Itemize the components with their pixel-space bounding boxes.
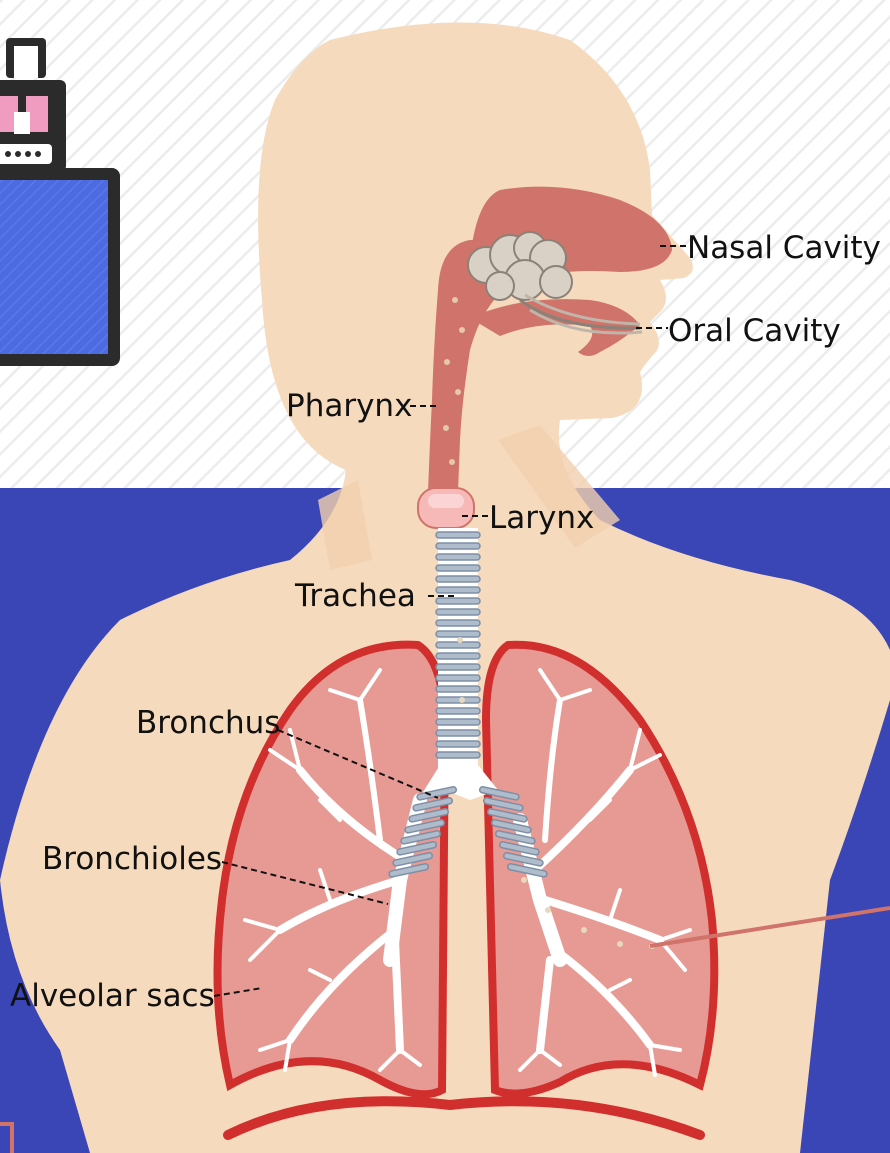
label-bronchioles: Bronchioles: [42, 841, 222, 877]
label-pharynx: Pharynx: [286, 388, 412, 424]
trachea-ring: [436, 609, 480, 615]
label-trachea: Trachea: [294, 578, 416, 614]
larynx: [418, 488, 474, 528]
trachea-ring: [436, 565, 480, 571]
trachea-ring: [436, 532, 480, 538]
label-nasal-cavity: Nasal Cavity: [687, 230, 881, 266]
label-alveolar-sacs: Alveolar sacs: [10, 978, 215, 1014]
trachea-ring: [436, 598, 480, 604]
trachea-ring: [436, 730, 480, 736]
trachea-ring: [436, 642, 480, 648]
trachea: [436, 528, 480, 768]
trachea-ring: [436, 576, 480, 582]
trachea-ring: [436, 631, 480, 637]
trachea-ring: [436, 587, 480, 593]
trachea-ring: [436, 543, 480, 549]
trachea-ring: [436, 752, 480, 758]
label-oral-cavity: Oral Cavity: [668, 313, 841, 349]
trachea-ring: [436, 653, 480, 659]
label-larynx: Larynx: [489, 500, 594, 536]
trachea-ring: [436, 686, 480, 692]
label-bronchus: Bronchus: [136, 705, 280, 741]
trachea-ring: [436, 741, 480, 747]
trachea-ring: [436, 620, 480, 626]
trachea-ring: [436, 664, 480, 670]
trachea-ring: [436, 697, 480, 703]
trachea-ring: [436, 719, 480, 725]
trachea-ring: [436, 675, 480, 681]
trachea-ring: [436, 708, 480, 714]
trachea-ring: [436, 554, 480, 560]
